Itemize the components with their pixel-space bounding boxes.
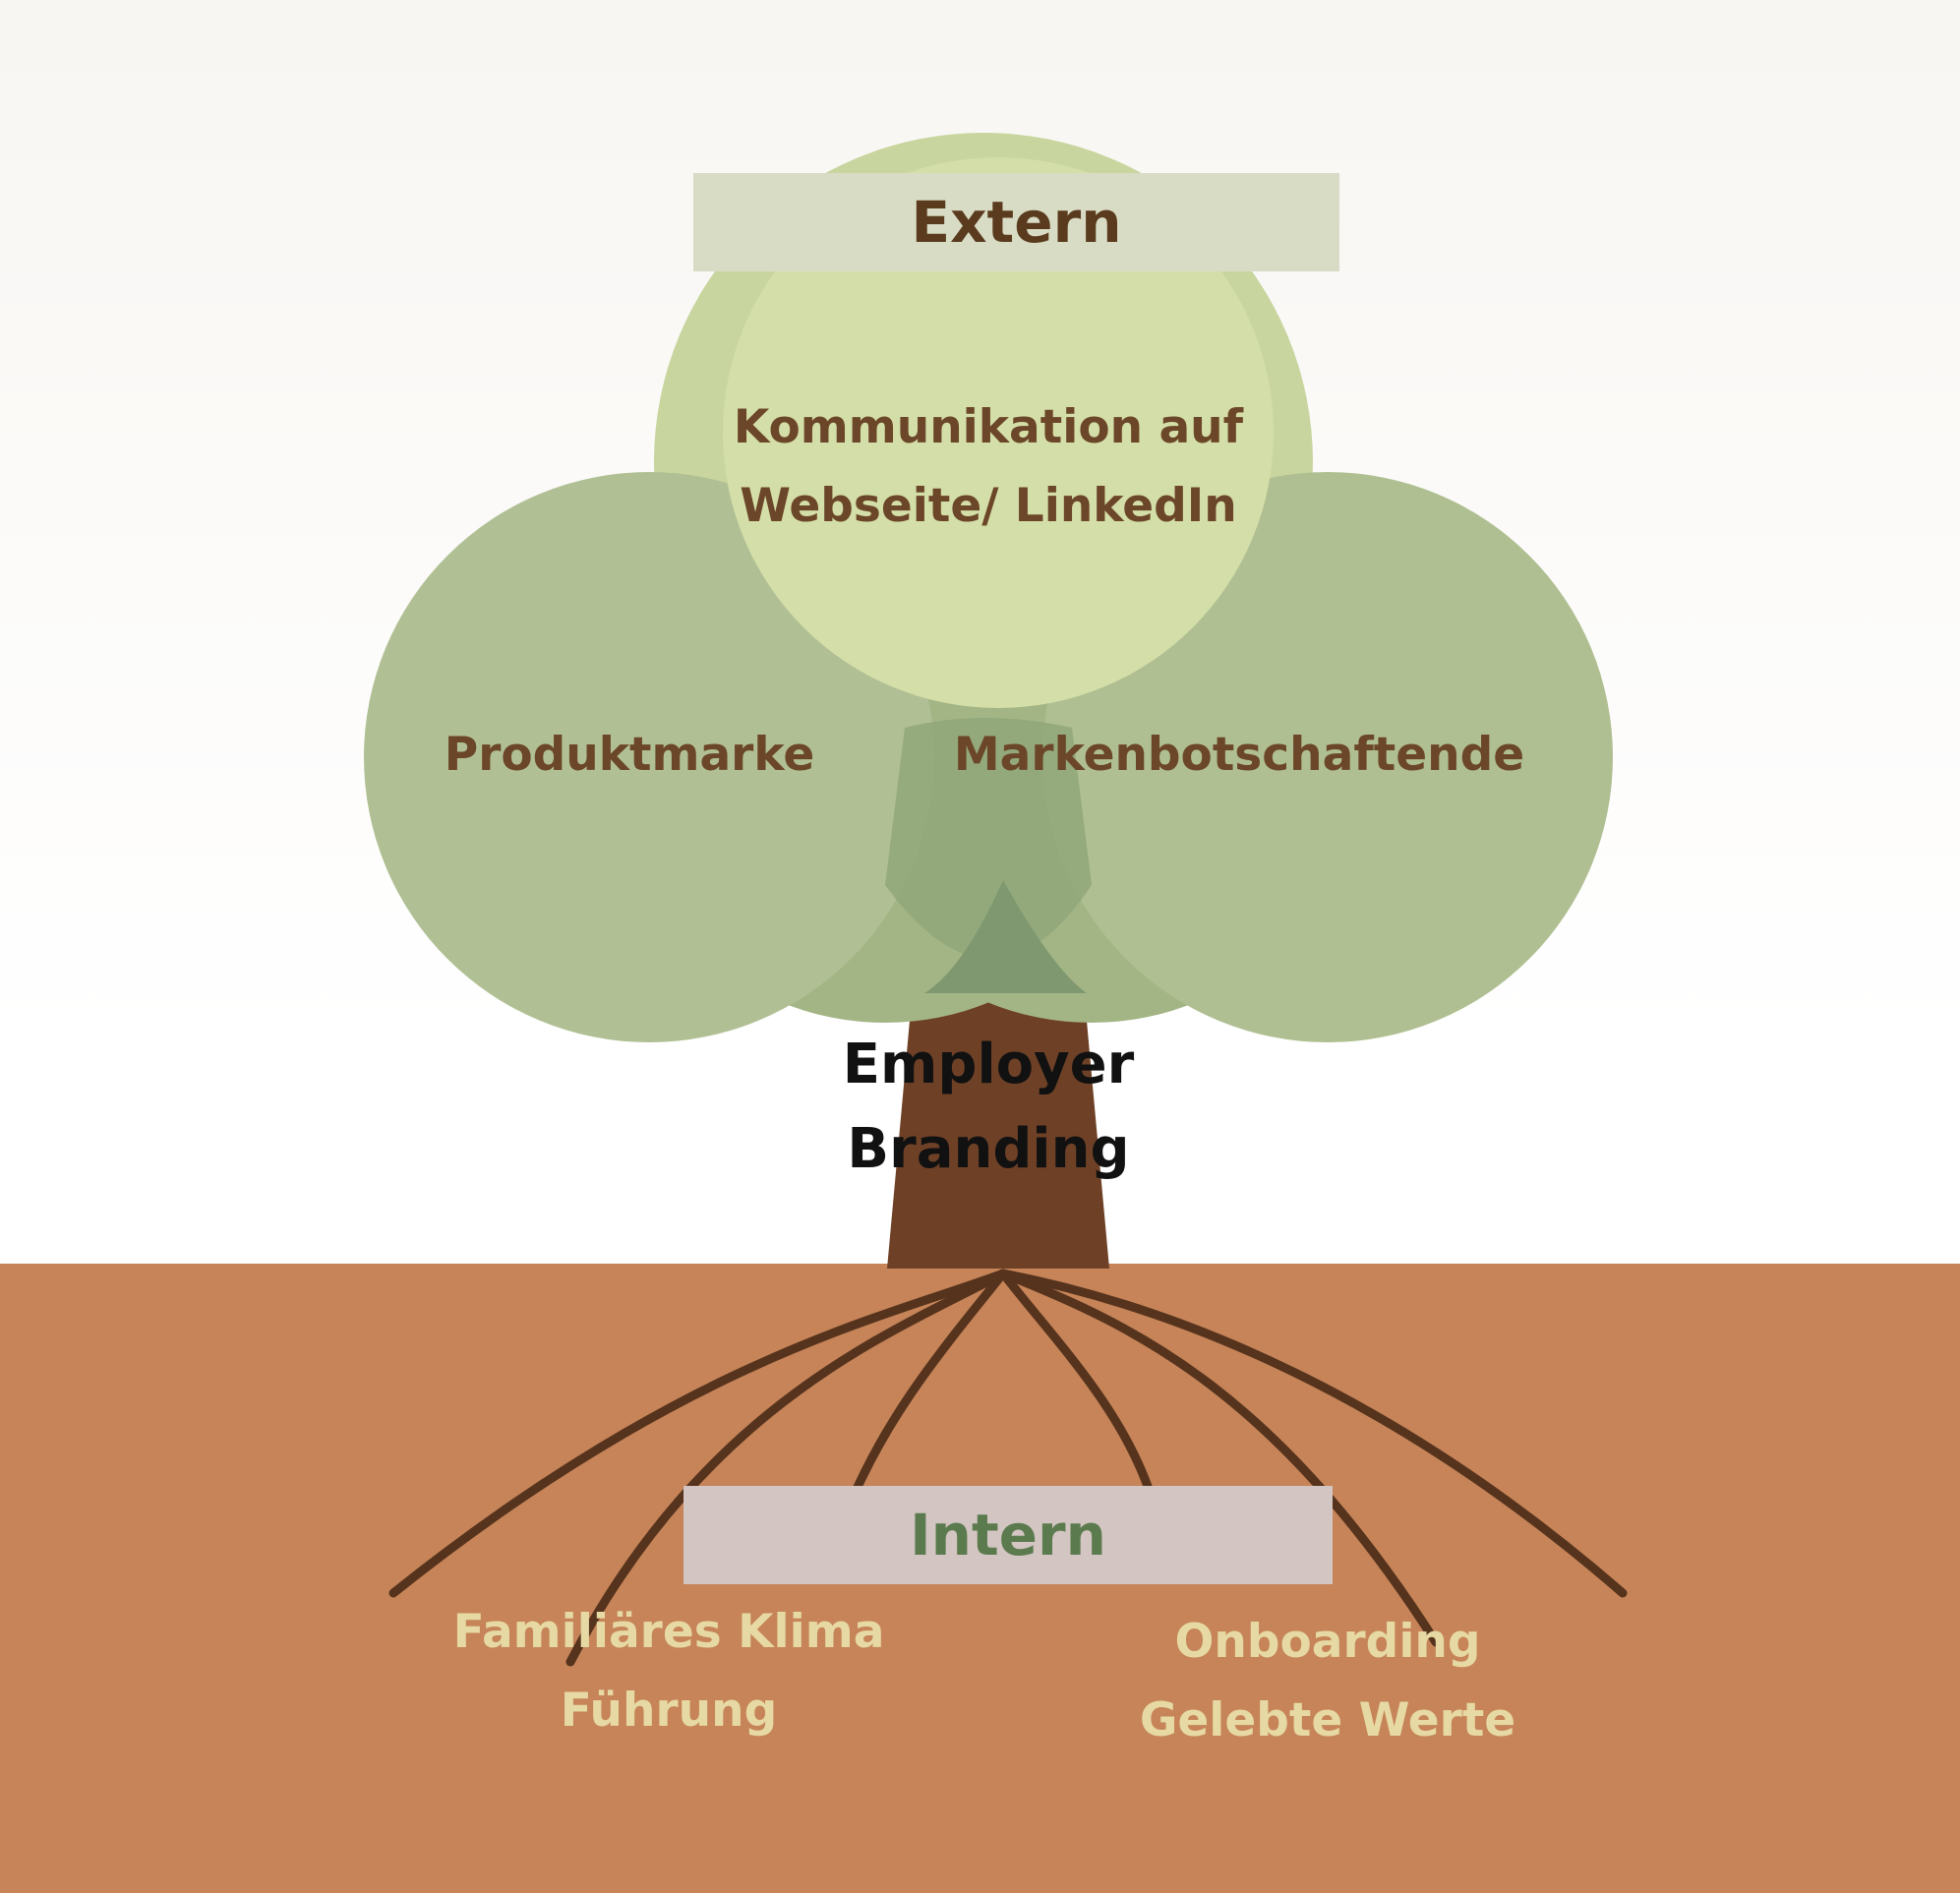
extern-banner: Extern [693, 173, 1339, 271]
intern-banner: Intern [683, 1486, 1333, 1584]
trunk-label-line: Branding [847, 1117, 1130, 1181]
roots-left-label: Familiäres Klima Führung [413, 1593, 924, 1750]
canopy-core [885, 718, 1092, 959]
trunk-label-line: Employer [842, 1033, 1135, 1096]
canopy-left-label: Produktmarke [444, 728, 815, 782]
roots [388, 1269, 1628, 1667]
extern-label: Extern [911, 189, 1122, 256]
canopy-top-line: Webseite/ LinkedIn [740, 479, 1237, 533]
canopy-core-inner [924, 880, 1087, 993]
roots-left-line: Familiäres Klima [452, 1605, 885, 1659]
roots-left-line: Führung [560, 1684, 778, 1738]
roots-right-line: Gelebte Werte [1139, 1693, 1516, 1747]
intern-label: Intern [910, 1502, 1106, 1568]
trunk-label: Employer Branding [806, 1023, 1170, 1192]
canopy-top-label: Kommunikation auf Webseite/ LinkedIn [708, 388, 1269, 546]
root [841, 1269, 1008, 1519]
root [998, 1269, 1441, 1647]
root [998, 1269, 1628, 1598]
roots-right-line: Onboarding [1174, 1615, 1481, 1669]
root [998, 1269, 1156, 1500]
trunk [887, 988, 1109, 1269]
canopy [364, 133, 1613, 1042]
roots-right-label: Onboarding Gelebte Werte [1092, 1603, 1564, 1760]
canopy-right-label: Markenbotschaftende [953, 728, 1525, 782]
canopy-top-line: Kommunikation auf [733, 400, 1244, 454]
root [565, 1269, 1008, 1667]
canopy-circle-top-inner [723, 157, 1274, 708]
root [388, 1269, 1008, 1598]
